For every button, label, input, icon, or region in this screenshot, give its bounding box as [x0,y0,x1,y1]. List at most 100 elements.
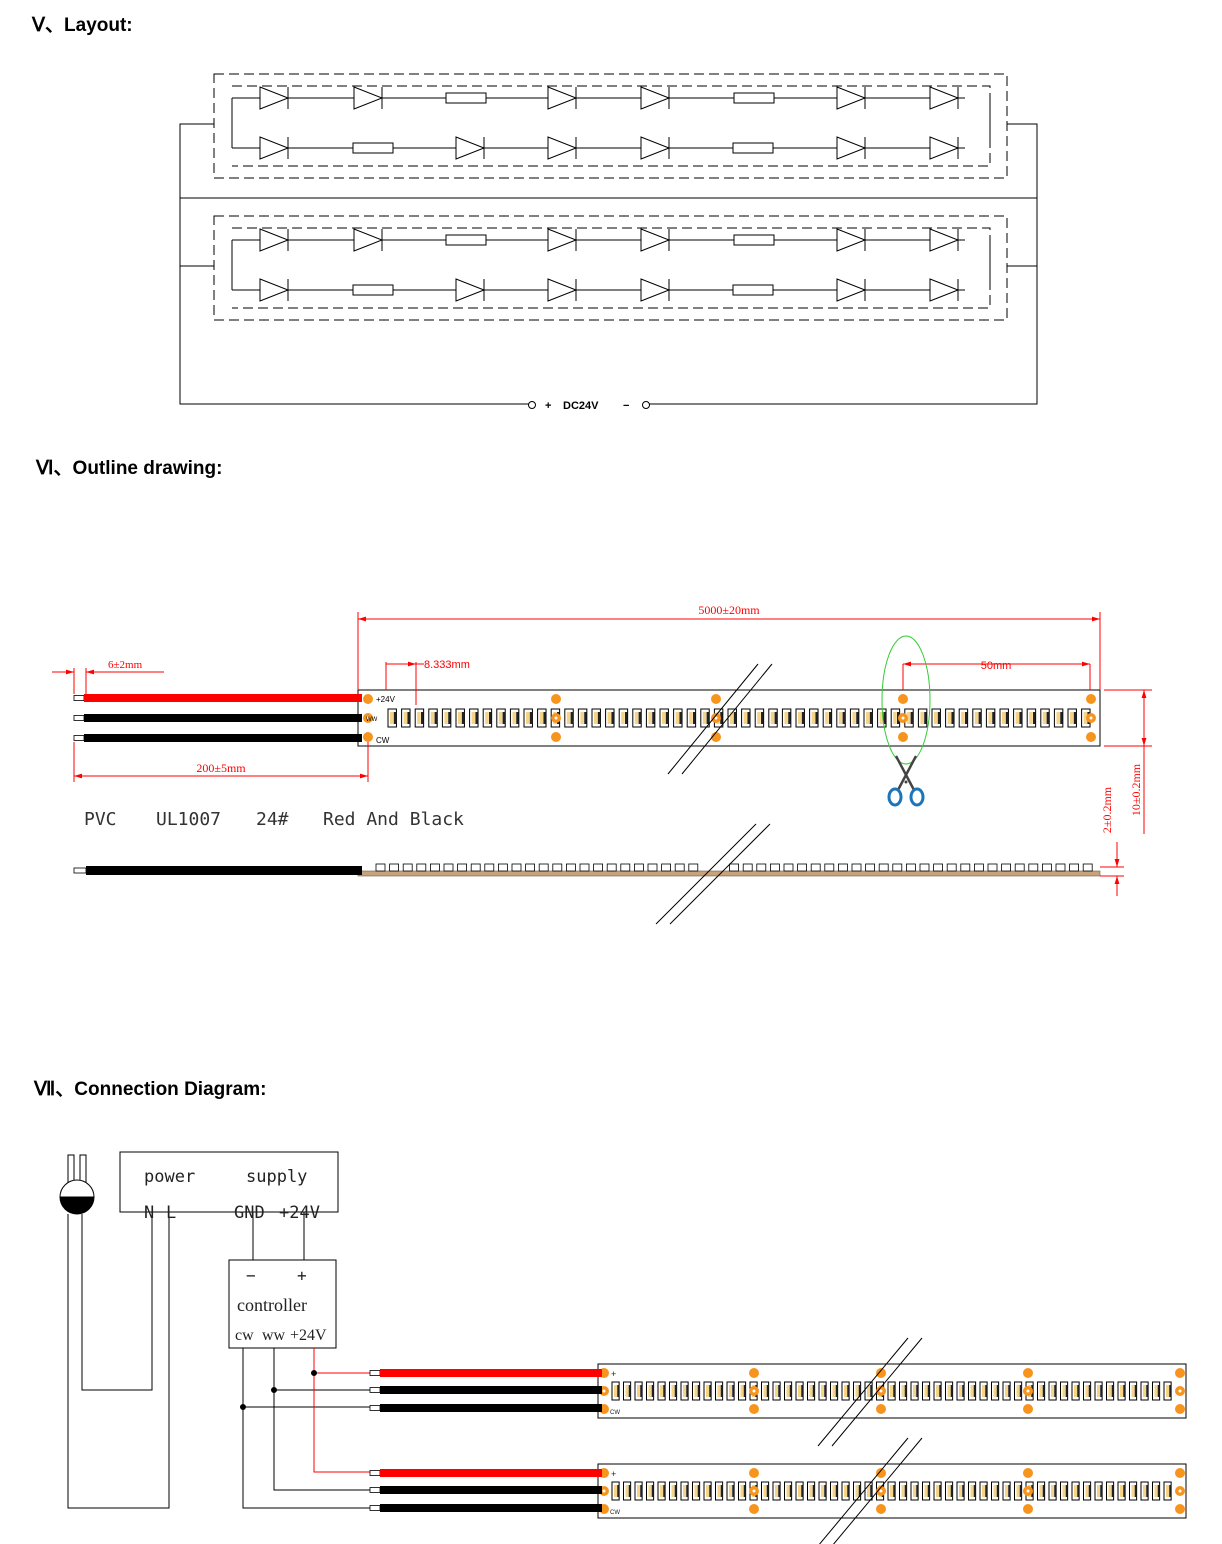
led-phosphor-warm [809,1485,813,1497]
led-phosphor-cool [1077,1485,1080,1497]
psu-label-l: L [166,1203,176,1223]
led-phosphor-warm [706,1485,709,1497]
controller-ww-label: ww [262,1327,286,1344]
led-chip-side [946,863,957,872]
led-phosphor-warm [417,712,421,724]
solder-pad [551,732,561,742]
led-phosphor-cool [1042,1485,1045,1497]
led-diode-symbol [547,228,578,252]
led-phosphor-cool [697,1385,700,1397]
led-phosphor-cool [1100,1385,1103,1397]
led-phosphor-warm [498,712,503,724]
led-diode-symbol [547,278,578,302]
pad-label-cw: CW [376,736,390,745]
resistor-symbol [445,234,487,246]
led-phosphor-warm [934,712,938,724]
led-phosphor-cool [801,1385,804,1397]
led-phosphor-warm [770,712,775,724]
led-diode-symbol [836,136,867,160]
led-phosphor-cool [663,1485,666,1497]
solder-pad-hole [1089,716,1093,720]
led-phosphor-cool [761,712,764,724]
led-phosphor-cool [1169,1485,1172,1497]
led-phosphor-cool [732,1385,735,1397]
led-diode-symbol [259,278,290,302]
solder-pad-hole [879,1389,883,1393]
led-phosphor-cool [421,712,424,724]
pad-labels: +24V WW CW [366,695,396,745]
led-phosphor-warm [901,1485,905,1497]
solder-pad [1175,1404,1185,1414]
led-phosphor-cool [939,1385,942,1397]
led-chip-side [375,863,386,872]
led-phosphor-cool [992,712,995,724]
wire-tinned-end [369,1370,381,1376]
led-phosphor-warm [1042,712,1047,724]
led-phosphor-warm [614,1485,617,1497]
supply-rail-left [179,123,530,405]
led-phosphor-warm [1005,1385,1008,1397]
led-phosphor-cool [720,1485,723,1497]
layout-schematic [179,73,1038,405]
led-phosphor-cool [789,1385,792,1397]
led-phosphor-cool [1019,1485,1022,1497]
mains-wire-n [67,1212,170,1509]
solder-pad [1175,1468,1185,1478]
led-phosphor-warm [757,712,761,724]
psu-label-power: power [144,1167,195,1187]
led-phosphor-cool [815,712,818,724]
led-phosphor-cool [829,712,832,724]
led-phosphor-cool [502,712,506,724]
led-phosphor-cool [950,1385,953,1397]
connection-labels: power supply N L GND +24V − + controller… [144,1167,620,1516]
resistor-symbol [732,142,774,154]
solder-pad [1175,1368,1185,1378]
led-phosphor-warm [947,1385,951,1397]
led-phosphor-cool [893,1385,896,1397]
led-phosphor-cool [1042,1385,1045,1397]
led-phosphor-cool [516,712,519,724]
solder-pad-hole [714,716,718,720]
led-phosphor-cool [973,1485,976,1497]
ctrl-24v-wire [313,1348,370,1473]
solder-pad-hole [1178,1489,1182,1493]
led-phosphor-warm [1056,712,1060,724]
led-phosphor-warm [961,712,965,724]
led-phosphor-cool [628,1385,631,1397]
led-phosphor-warm [901,1385,905,1397]
led-phosphor-cool [766,1385,769,1397]
led-chip-side [892,863,903,872]
led-phosphor-warm [959,1385,962,1397]
led-phosphor-warm [512,712,516,724]
led-phosphor-warm [648,1485,652,1497]
solder-pad [1175,1504,1185,1514]
led-phosphor-cool [1065,1485,1068,1497]
led-phosphor-warm [844,1385,847,1397]
led-phosphor-cool [774,712,778,724]
led-phosphor-warm [660,1485,663,1497]
wire-spec-standard: UL1007 [156,809,221,830]
resistor-symbol [445,92,487,104]
led-phosphor-warm [729,1385,732,1397]
mains-wire-l [81,1212,153,1391]
led-phosphor-warm [637,1485,640,1497]
led-phosphor-warm [717,1485,721,1497]
led-phosphor-cool [1065,1385,1068,1397]
led-phosphor-cool [812,1385,815,1397]
led-phosphor-cool [617,1485,620,1497]
led-phosphor-warm [924,1385,928,1397]
led-phosphor-warm [920,712,924,724]
led-phosphor-cool [706,712,710,724]
led-phosphor-warm [740,1485,744,1497]
led-chip-side [1082,863,1093,872]
led-phosphor-warm [844,1485,847,1497]
led-phosphor-cool [743,1485,746,1497]
led-phosphor-cool [985,1385,988,1397]
psu-label-n: N [144,1203,154,1223]
led-chip-side [538,863,549,872]
led-phosphor-warm [1051,1485,1054,1497]
led-phosphor-cool [858,1385,861,1397]
led-phosphor-warm [1154,1385,1158,1397]
led-phosphor-warm [1005,1485,1008,1497]
wire-insulation [380,1486,602,1494]
